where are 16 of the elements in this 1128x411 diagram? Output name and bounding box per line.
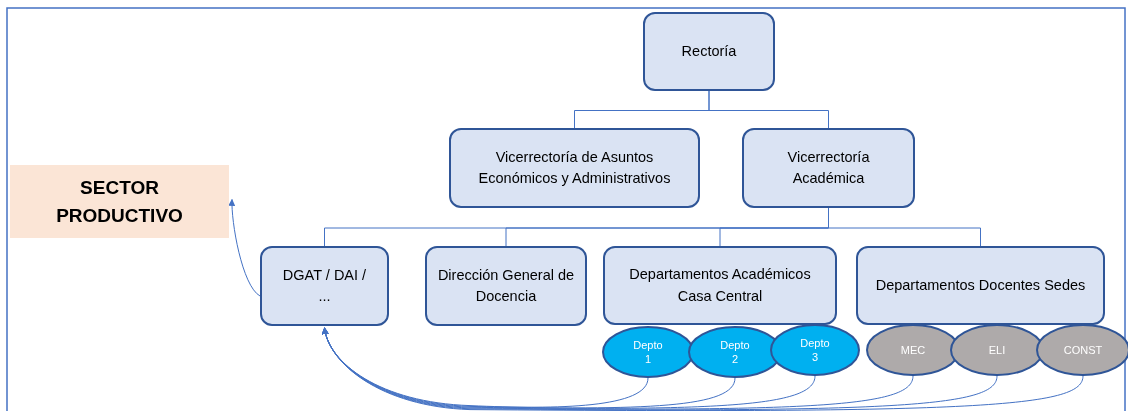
org-unit-box: Departamentos Docentes Sedes [856,246,1105,325]
org-unit-box: Vicerrectoría de Asuntos Económicos y Administrativos [449,128,700,208]
department-label: ELI [988,342,1006,358]
org-unit-box: DGAT / DAI / ... [260,246,389,326]
arrow [228,198,261,297]
department-label: CONST [1063,342,1103,358]
org-unit-box: Vicerrectoría Académica [742,128,915,208]
department-label: Depto 1 [632,337,664,367]
org-unit-box: Dirección General de Docencia [425,246,587,326]
sector-box: SECTOR PRODUCTIVO [10,165,229,238]
department-label: MEC [900,342,926,358]
org-unit-box: Rectoría [643,12,775,91]
department-label: Depto 3 [799,335,831,365]
org-unit-box: Departamentos Académicos Casa Central [603,246,837,325]
department-label: Depto 2 [719,337,751,367]
connector-line [708,90,829,129]
